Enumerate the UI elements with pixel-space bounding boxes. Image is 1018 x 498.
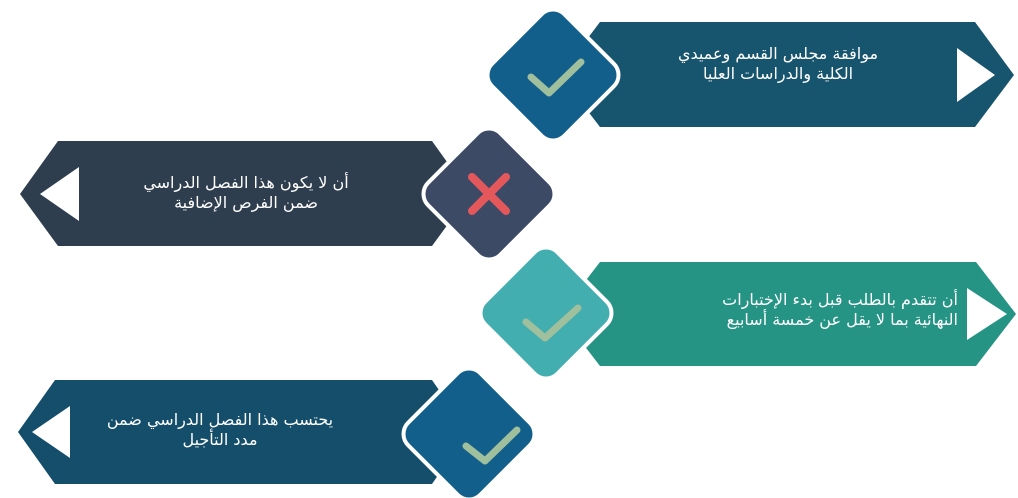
check-icon: [527, 58, 585, 97]
item-1-notch: [957, 48, 995, 102]
item-3-line-2: النهائية بما لا يقل عن خمسة أسابيع: [726, 310, 958, 329]
item-4-line-2: مدد التأجيل: [182, 430, 258, 449]
cross-icon: [468, 173, 510, 215]
item-1-line-1: موافقة مجلس القسم وعميدي: [677, 44, 879, 63]
item-3-diamond: [478, 245, 614, 381]
item-4: [18, 366, 537, 498]
item-2-banner: [20, 141, 470, 246]
check-icon: [462, 426, 521, 465]
item-1: [485, 7, 1014, 143]
item-1-diamond: [485, 7, 621, 143]
item-1-banner: [560, 22, 1014, 127]
item-2-notch: [40, 167, 79, 221]
check-icon: [522, 304, 582, 342]
item-4-line-1: يحتسب هذا الفصل الدراسي ضمن: [106, 410, 334, 429]
item-3-line-1: أن تتقدم بالطلب قبل بدء الإختبارات: [722, 290, 958, 309]
item-1-text: موافقة مجلس القسم وعميدي الكلية والدراسا…: [628, 44, 928, 84]
item-4-text: يحتسب هذا الفصل الدراسي ضمن مدد التأجيل: [70, 410, 370, 450]
item-4-diamond: [401, 366, 537, 498]
item-3-notch: [967, 288, 1007, 340]
item-3: [478, 245, 1016, 381]
item-1-line-2: الكلية والدراسات العليا: [702, 64, 854, 83]
item-2-text: أن لا يكون هذا الفصل الدراسي ضمن الفرص ا…: [96, 173, 396, 213]
item-4-banner: [18, 380, 468, 484]
item-2-line-2: ضمن الفرص الإضافية: [174, 193, 318, 212]
item-2: [20, 126, 557, 262]
item-2-line-1: أن لا يكون هذا الفصل الدراسي: [143, 173, 349, 192]
item-3-text: أن تتقدم بالطلب قبل بدء الإختبارات النها…: [618, 290, 958, 330]
item-3-banner: [560, 262, 1016, 366]
item-4-notch: [32, 406, 70, 458]
